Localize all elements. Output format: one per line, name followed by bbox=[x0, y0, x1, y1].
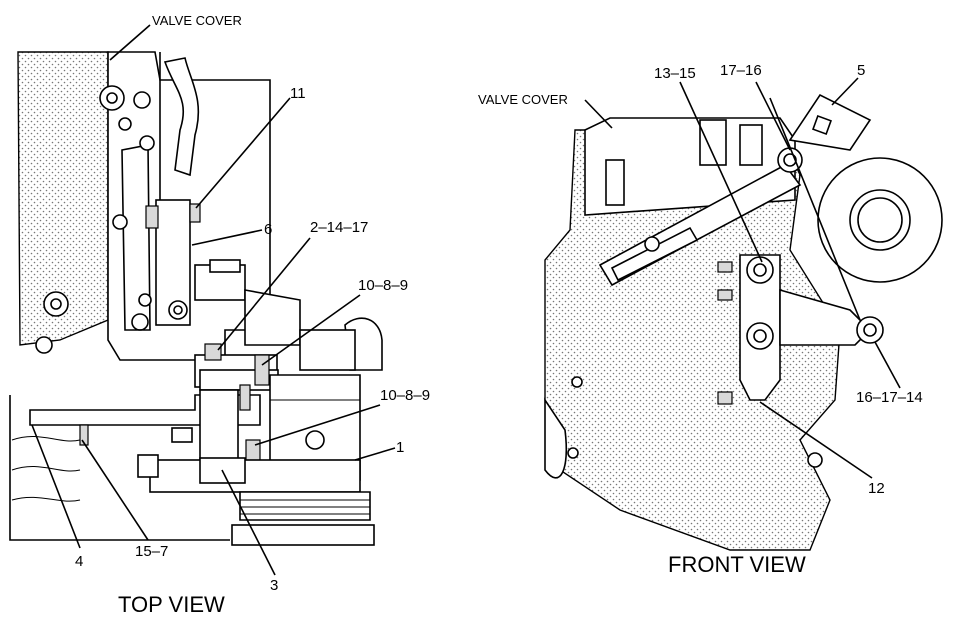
leader-1 bbox=[354, 447, 396, 461]
leader-valve-cover bbox=[109, 24, 151, 61]
bolt-16-17-14-center bbox=[863, 323, 877, 337]
label-5: 5 bbox=[857, 62, 865, 79]
mechanism-block-top bbox=[209, 259, 241, 273]
bolt bbox=[239, 384, 251, 411]
label-2-14-17: 2–14–17 bbox=[310, 219, 368, 236]
alternator-hub bbox=[857, 197, 903, 243]
valve-cover-tab bbox=[605, 159, 625, 206]
stud-center bbox=[106, 92, 118, 104]
bolt-end bbox=[717, 289, 733, 301]
stud-circle bbox=[133, 91, 151, 109]
label-4: 4 bbox=[75, 553, 83, 570]
label-13-15: 13–15 bbox=[654, 65, 696, 82]
slot-bolt bbox=[644, 236, 660, 252]
leader-13-15 bbox=[679, 81, 763, 263]
bolt-17-16-center bbox=[783, 153, 797, 167]
leader-3 bbox=[221, 469, 276, 576]
label-11: 11 bbox=[290, 85, 306, 102]
leader-10-8-9-b bbox=[254, 404, 381, 446]
stud-circle bbox=[567, 447, 579, 459]
front-view-title: FRONT VIEW bbox=[668, 552, 806, 577]
label-10-8-9-a: 10–8–9 bbox=[358, 277, 408, 294]
lower-nut bbox=[171, 427, 193, 443]
bolt-13-15-center bbox=[753, 263, 767, 277]
engine-front-face bbox=[544, 129, 841, 551]
engine-block-top bbox=[17, 51, 109, 346]
leader-4 bbox=[31, 424, 81, 549]
stud-circle bbox=[112, 214, 128, 230]
leader-5 bbox=[831, 77, 859, 106]
stud-circle bbox=[118, 117, 132, 131]
stud-circle bbox=[807, 452, 823, 468]
leader-12 bbox=[759, 401, 873, 479]
stud-circle bbox=[571, 376, 583, 388]
leader-11 bbox=[195, 97, 291, 209]
lower-mount bbox=[149, 459, 361, 493]
label-12: 12 bbox=[868, 480, 885, 497]
engine-lower-edge bbox=[9, 395, 230, 541]
pulley-grooves bbox=[240, 499, 370, 515]
label-3: 3 bbox=[270, 577, 278, 594]
bolt-end bbox=[717, 261, 733, 273]
front-view-drawing bbox=[544, 77, 943, 551]
top-view-drawing bbox=[9, 24, 396, 576]
leader-valve-cover-front bbox=[584, 99, 613, 129]
stud-circle bbox=[131, 313, 149, 331]
leader-17-16-ext bbox=[769, 97, 861, 321]
adjusting-slot bbox=[610, 226, 699, 282]
stud-circle bbox=[139, 135, 155, 151]
pulley-sheave bbox=[239, 491, 371, 521]
bolt-head bbox=[254, 354, 270, 386]
pivot-center bbox=[173, 305, 183, 315]
hose bbox=[163, 57, 200, 177]
label-valve-cover-top: VALVE COVER bbox=[152, 13, 242, 28]
alternator-square bbox=[812, 115, 832, 135]
leader-10-8-9-a bbox=[261, 294, 361, 366]
bolt-head bbox=[189, 203, 201, 223]
fitting-body bbox=[299, 329, 356, 371]
leader-6 bbox=[191, 229, 263, 246]
lower-boss bbox=[137, 454, 159, 478]
leader-17-16 bbox=[755, 81, 791, 151]
label-6: 6 bbox=[264, 221, 272, 238]
bolt-end bbox=[717, 391, 733, 405]
front-cutout bbox=[544, 397, 568, 479]
alternator-boss bbox=[305, 430, 325, 450]
stud-circle bbox=[35, 336, 53, 354]
label-17-16: 17–16 bbox=[720, 62, 762, 79]
bracket-3 bbox=[199, 389, 239, 466]
leader-15-7 bbox=[81, 439, 149, 541]
bolt-head bbox=[204, 343, 222, 361]
brace bbox=[779, 288, 872, 346]
valve-cover-boss bbox=[699, 119, 727, 166]
label-valve-cover-front: VALVE COVER bbox=[478, 92, 568, 107]
pulley-grooves-left bbox=[11, 436, 81, 502]
loop-bracket bbox=[121, 144, 151, 331]
label-15-7: 15–7 bbox=[135, 543, 168, 560]
pulley-base bbox=[231, 524, 375, 546]
bolt-head bbox=[145, 205, 159, 229]
leader-2-14-17 bbox=[217, 237, 311, 351]
label-16-17-14: 16–17–14 bbox=[856, 389, 923, 406]
bolt-lower-center bbox=[753, 329, 767, 343]
label-1: 1 bbox=[396, 439, 404, 456]
mechanism-block bbox=[244, 289, 301, 346]
stud-circle bbox=[138, 293, 152, 307]
stud-center bbox=[50, 298, 62, 310]
label-10-8-9-b: 10–8–9 bbox=[380, 387, 430, 404]
leader-16-17-14 bbox=[874, 341, 901, 389]
bolt bbox=[79, 424, 89, 446]
top-view-title: TOP VIEW bbox=[118, 592, 225, 617]
valve-cover-boss bbox=[739, 124, 763, 166]
